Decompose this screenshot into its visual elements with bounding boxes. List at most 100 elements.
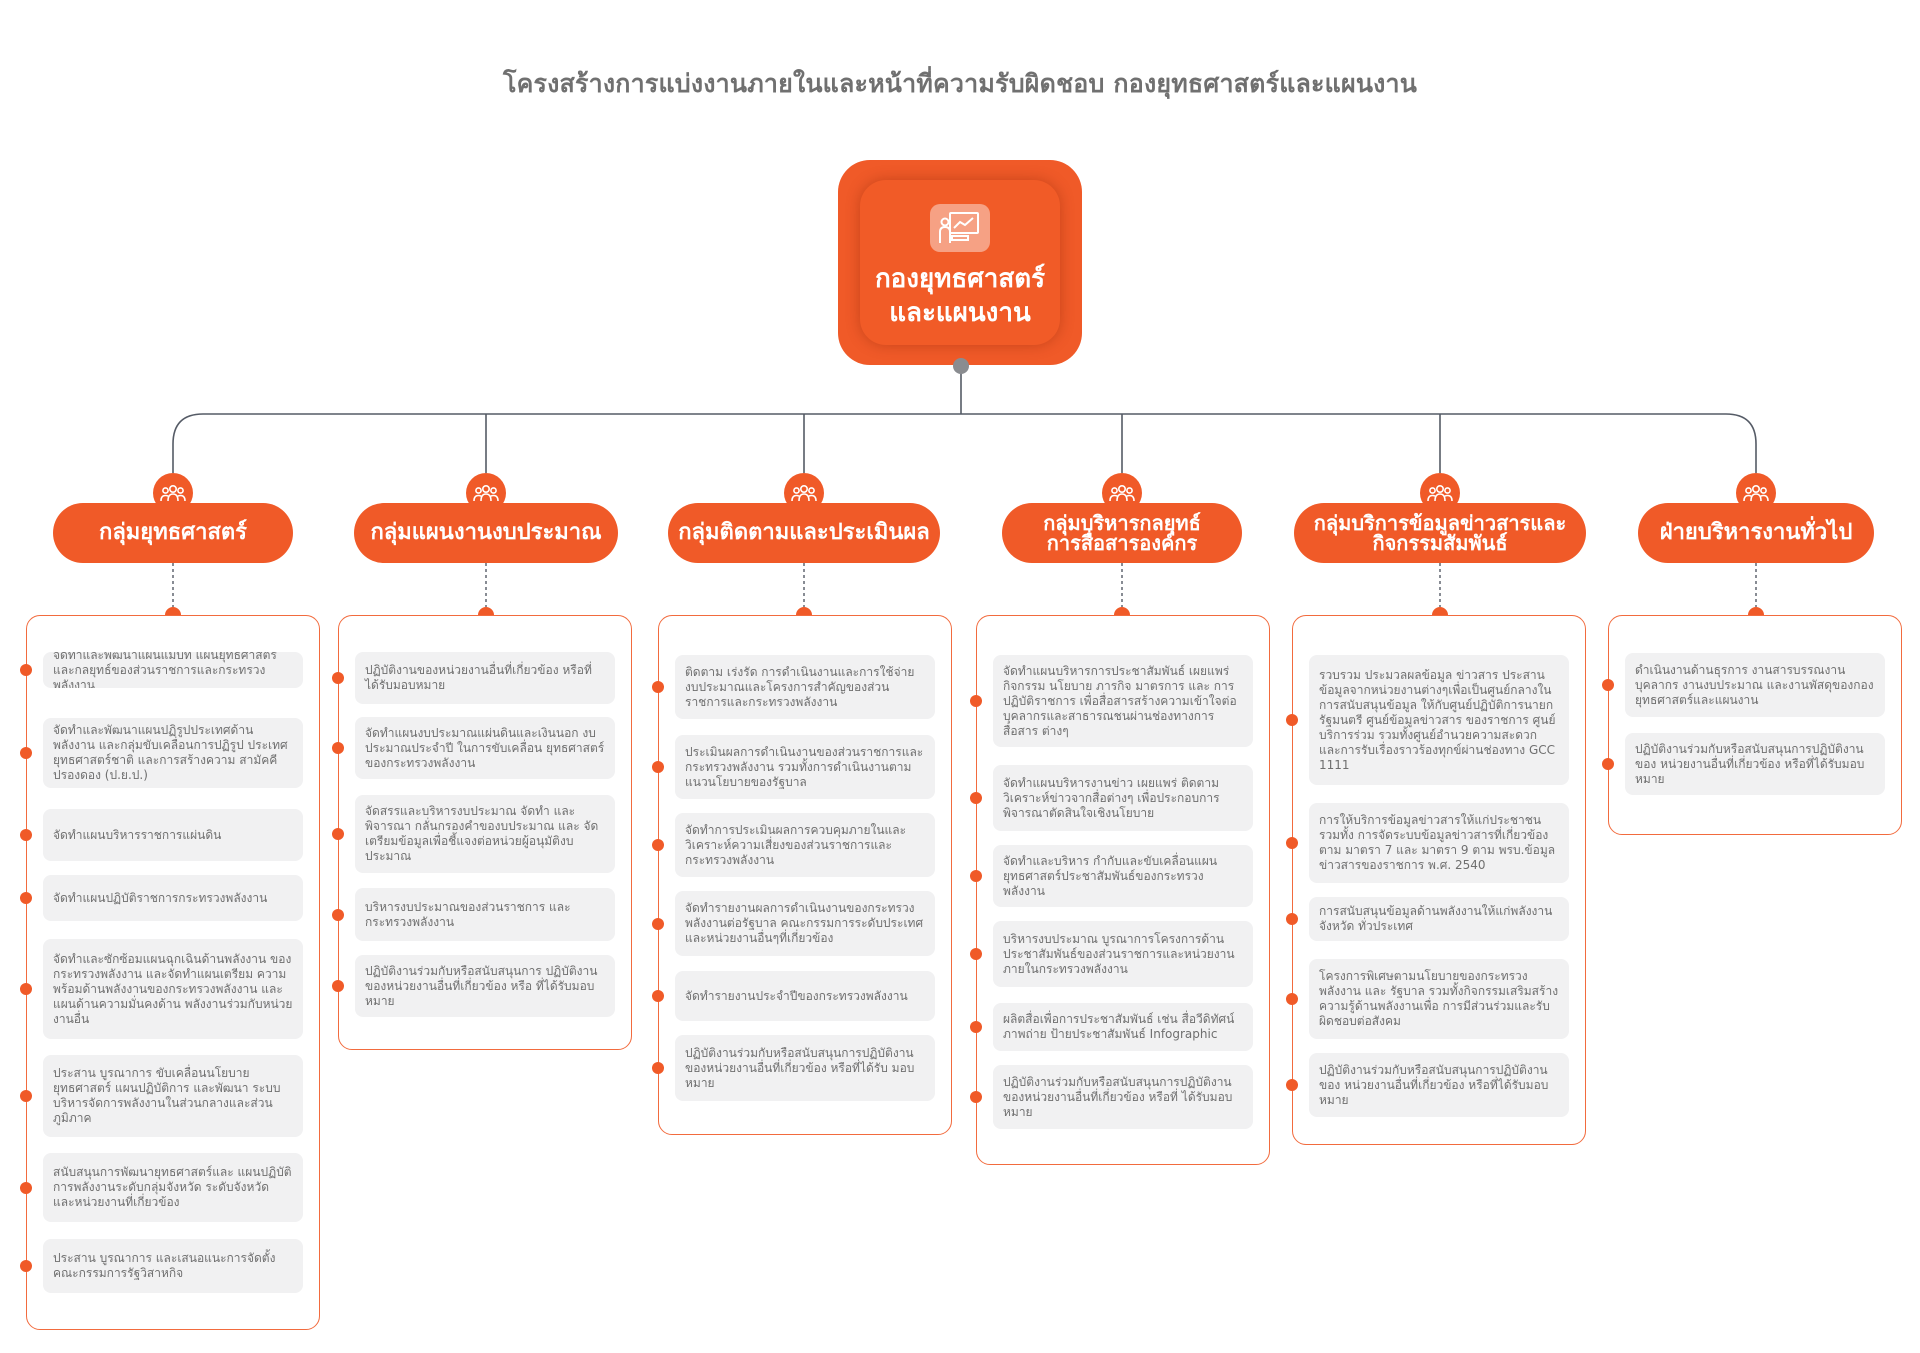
duty-item-text: จัดทำและพัฒนาแผนแม่บท แผนยุทธศาสตร์ และก… — [53, 652, 277, 688]
duty-item-text: จัดทำและบริหาร กำกับและขับเคลื่อนแผนยุทธ… — [1003, 853, 1218, 898]
bullet-dot — [652, 761, 664, 773]
root-connector-dot — [953, 358, 969, 374]
duty-item: จัดทำการประเมินผลการควบคุมภายในและวิเครา… — [675, 813, 935, 877]
duty-item: ดำเนินงานด้านธุรการ งานสารบรรณงานบุคลากร… — [1625, 653, 1885, 717]
duty-item-text: ปฏิบัติงานร่วมกับหรือสนับสนุนการปฏิบัติง… — [1635, 741, 1865, 786]
duty-item: การสนับสนุนข้อมูลด้านพลังงานให้แก่พลังงา… — [1309, 897, 1569, 941]
root-title-line2: และแผนงาน — [889, 298, 1031, 328]
group-duties-box: รวบรวม ประมวลผลข้อมูล ข่าวสาร ประสานข้อม… — [1286, 615, 1586, 1145]
bullet-dot — [652, 917, 664, 930]
duty-item-text: สนับสนุนการพัฒนายุทธศาสตร์และ แผนปฏิบัติ… — [53, 1165, 292, 1209]
bullet-dot — [20, 1090, 32, 1102]
bullet-dot — [20, 1181, 32, 1194]
bullet-dot — [20, 1260, 32, 1272]
duty-item-text: ประเมินผลการดำเนินงานของส่วนราชการและกระ… — [685, 744, 924, 789]
group-title-pill: กลุ่มติดตามและประเมินผล — [668, 503, 940, 563]
duty-item-text: จัดทำรายงานผลการดำเนินงานของกระทรวงพลังง… — [685, 901, 924, 945]
duty-item: สนับสนุนการพัฒนายุทธศาสตร์และ แผนปฏิบัติ… — [43, 1153, 303, 1222]
duty-item: ผลิตสื่อเพื่อการประชาสัมพันธ์ เช่น สื่อว… — [993, 1003, 1253, 1051]
duty-item-text: จัดทำการประเมินผลการควบคุมภายในและวิเครา… — [685, 822, 907, 867]
group-name-line1: ฝ่ายบริหารงานทั่วไป — [1659, 520, 1853, 545]
duty-item: ปฏิบัติงานร่วมกับหรือสนับสนุนการปฏิบัติง… — [1309, 1053, 1569, 1117]
group-name: กลุ่มบริหารกลยุทธ์การสื่อสารองค์กร — [1043, 513, 1201, 553]
duty-item-text: จัดทำและพัฒนาแผนปฏิรูปประเทศด้านพลังงาน … — [53, 723, 288, 782]
duty-item: ติดตาม เร่งรัด การดำเนินงานและการใช้จ่าย… — [675, 655, 935, 719]
duty-item: ปฏิบัติงานของหน่วยงานอื่นที่เกี่ยวข้อง ห… — [355, 652, 615, 704]
duty-item: โครงการพิเศษตามนโยบายของกระทรวงพลังงาน แ… — [1309, 959, 1569, 1039]
bullet-dot — [332, 980, 344, 992]
duty-item-text: จัดสรรและบริหารงบประมาณ จัดทำ และพิจารณา… — [365, 804, 599, 863]
bullet-dot — [652, 990, 664, 1002]
group-name-line1: กลุ่มแผนงานงบประมาณ — [370, 520, 602, 545]
duty-item: รวบรวม ประมวลผลข้อมูล ข่าวสาร ประสานข้อม… — [1309, 655, 1569, 785]
presentation-icon — [930, 204, 990, 252]
group-duties-box: ปฏิบัติงานของหน่วยงานอื่นที่เกี่ยวข้อง ห… — [332, 615, 632, 1050]
duty-item: ประสาน บูรณาการ ขับเคลื่อนนโยบาย ยุทธศาส… — [43, 1055, 303, 1137]
duty-item: จัดทำและซักซ้อมแผนฉุกเฉินด้านพลังงาน ของ… — [43, 939, 303, 1039]
duty-item-text: ประสาน บูรณาการ ขับเคลื่อนนโยบาย ยุทธศาส… — [53, 1066, 281, 1125]
duty-item: จัดทำและบริหาร กำกับและขับเคลื่อนแผนยุทธ… — [993, 845, 1253, 907]
duty-item-text: ติดตาม เร่งรัด การดำเนินงานและการใช้จ่าย… — [685, 664, 915, 709]
bullet-dot — [20, 892, 32, 904]
root-title: กองยุทธศาสตร์ และแผนงาน — [865, 262, 1055, 330]
bullet-dot — [970, 792, 982, 804]
duty-item-text: การสนับสนุนข้อมูลด้านพลังงานให้แก่พลังงา… — [1319, 904, 1553, 933]
bullet-dot — [1286, 714, 1298, 726]
bullet-dot — [332, 908, 344, 921]
duty-item-text: ปฏิบัติงานร่วมกับหรือสนับสนุนการปฏิบัติง… — [685, 1045, 915, 1090]
duty-item: การให้บริการข้อมูลข่าวสารให้แก่ประชาชน ร… — [1309, 803, 1569, 883]
bullet-dot — [20, 983, 32, 995]
group-title-pill: กลุ่มบริการข้อมูลข่าวสารและกิจกรรมสัมพัน… — [1294, 503, 1586, 563]
bullet-dot — [970, 1091, 982, 1103]
duty-item: ปฏิบัติงานร่วมกับหรือสนับสนุนการปฏิบัติง… — [1625, 733, 1885, 795]
duty-item-text: ปฏิบัติงานร่วมกับหรือสนับสนุนการ ปฏิบัติ… — [365, 963, 598, 1008]
group-title-pill: กลุ่มแผนงานงบประมาณ — [354, 503, 618, 563]
root-node-inner: กองยุทธศาสตร์ และแผนงาน — [860, 180, 1060, 345]
duty-item: จัดสรรและบริหารงบประมาณ จัดทำ และพิจารณา… — [355, 795, 615, 873]
bullet-dot — [1286, 993, 1298, 1005]
duty-item-text: โครงการพิเศษตามนโยบายของกระทรวงพลังงาน แ… — [1319, 969, 1559, 1028]
group-name: กลุ่มบริการข้อมูลข่าวสารและกิจกรรมสัมพัน… — [1314, 513, 1566, 553]
group-name-line2: การสื่อสารองค์กร — [1046, 531, 1198, 555]
group-name-line1: กลุ่มยุทธศาสตร์ — [99, 520, 247, 545]
duty-item: บริหารงบประมาณของส่วนราชการ และกระทรวงพล… — [355, 888, 615, 941]
bullet-dot — [1602, 758, 1614, 770]
group-duties-box: ติดตาม เร่งรัด การดำเนินงานและการใช้จ่าย… — [652, 615, 952, 1135]
duty-item-text: ปฏิบัติงานร่วมกับหรือสนับสนุนการปฏิบัติง… — [1319, 1062, 1549, 1107]
bullet-dot — [1286, 913, 1298, 925]
bus-line — [172, 413, 1757, 473]
group-name: กลุ่มแผนงานงบประมาณ — [370, 520, 602, 545]
duty-item: จัดทำแผนปฏิบัติราชการกระทรวงพลังงาน — [43, 875, 303, 921]
duty-item-text: ปฏิบัติงานของหน่วยงานอื่นที่เกี่ยวข้อง ห… — [365, 663, 592, 692]
duty-item-text: จัดทำแผนบริหารการประชาสัมพันธ์ เผยแพร่กิ… — [1003, 663, 1237, 738]
duty-item-text: การให้บริการข้อมูลข่าวสารให้แก่ประชาชน ร… — [1319, 813, 1556, 872]
bullet-dot — [332, 672, 344, 684]
group-duties-box: จัดทำและพัฒนาแผนแม่บท แผนยุทธศาสตร์ และก… — [20, 615, 320, 1330]
group-name: กลุ่มติดตามและประเมินผล — [678, 520, 930, 545]
root-node: กองยุทธศาสตร์ และแผนงาน — [838, 160, 1082, 365]
duty-item-text: ผลิตสื่อเพื่อการประชาสัมพันธ์ เช่น สื่อว… — [1003, 1012, 1235, 1041]
bullet-dot — [332, 742, 344, 754]
duty-item: จัดทำและพัฒนาแผนปฏิรูปประเทศด้านพลังงาน … — [43, 718, 303, 788]
group-name: กลุ่มยุทธศาสตร์ — [99, 520, 247, 545]
duty-item: จัดทำรายงานประจำปีของกระทรวงพลังงาน — [675, 971, 935, 1021]
bullet-dot — [1286, 1079, 1298, 1091]
duty-item: ปฏิบัติงานร่วมกับหรือสนับสนุนการ ปฏิบัติ… — [355, 955, 615, 1017]
duty-item: ปฏิบัติงานร่วมกับหรือสนับสนุนการปฏิบัติง… — [675, 1035, 935, 1101]
group-name-line1: กลุ่มติดตามและประเมินผล — [678, 520, 930, 545]
group-name: ฝ่ายบริหารงานทั่วไป — [1659, 520, 1853, 545]
duty-item-text: รวบรวม ประมวลผลข้อมูล ข่าวสาร ประสานข้อม… — [1319, 667, 1556, 772]
group-title-pill: กลุ่มบริหารกลยุทธ์การสื่อสารองค์กร — [1002, 503, 1242, 563]
group-title-pill: ฝ่ายบริหารงานทั่วไป — [1638, 503, 1874, 563]
duty-item: จัดทำแผนบริหารราชการแผ่นดิน — [43, 809, 303, 861]
group-name-line1: กลุ่มบริหารกลยุทธ์ — [1043, 511, 1201, 535]
group-title-pill: กลุ่มยุทธศาสตร์ — [53, 503, 293, 563]
bullet-dot — [970, 695, 982, 707]
group-duties-box: จัดทำแผนบริหารการประชาสัมพันธ์ เผยแพร่กิ… — [970, 615, 1270, 1165]
duty-item: จัดทำแผนบริหารการประชาสัมพันธ์ เผยแพร่กิ… — [993, 655, 1253, 747]
duty-item-text: จัดทำและซักซ้อมแผนฉุกเฉินด้านพลังงาน ของ… — [53, 951, 293, 1026]
bullet-dot — [652, 1062, 664, 1074]
bullet-dot — [332, 828, 344, 840]
bullet-dot — [970, 1021, 982, 1033]
duty-item: จัดทำแผนบริหารงานข่าว เผยแพร่ ติดตาม วิเ… — [993, 765, 1253, 831]
